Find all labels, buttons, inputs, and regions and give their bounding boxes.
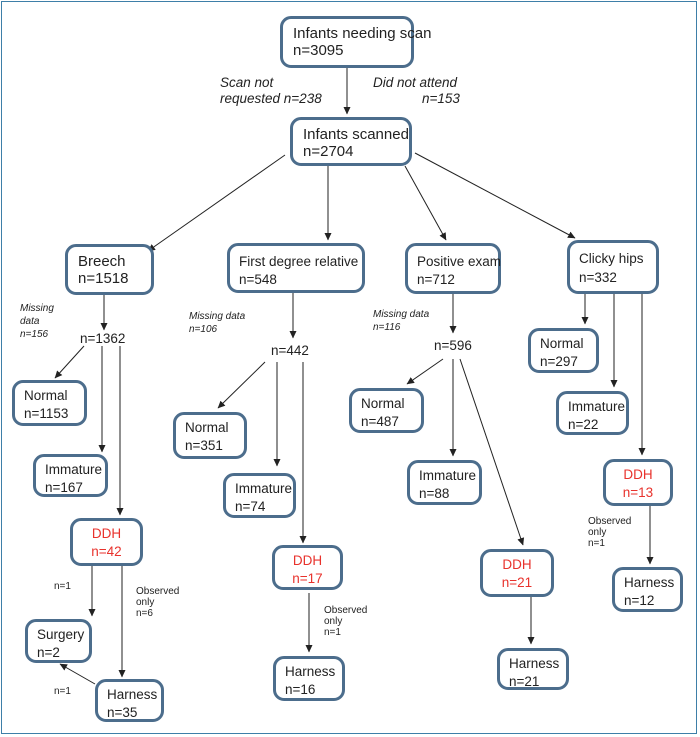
node-breech-ddh: DDH n=42 (70, 518, 143, 566)
node-clicky-ddh: DDH n=13 (603, 459, 673, 506)
label-breech-subtotal: n=1362 (80, 331, 126, 346)
label-clicky-observed-only: Observed only n=1 (588, 516, 632, 549)
node-breech-harness: Harness n=35 (95, 679, 164, 722)
node-breech-immature: Immature n=167 (33, 454, 108, 497)
node-fdr-ddh: DDH n=17 (272, 545, 343, 590)
label-pos-subtotal: n=596 (434, 338, 472, 353)
label-fdr-observed-only: Observed only n=1 (324, 605, 368, 638)
node-pos-normal: Normal n=487 (349, 388, 424, 433)
edge-scanned-clicky (414, 152, 576, 239)
node-breech-surgery: Surgery n=2 (25, 619, 92, 663)
edge-psub-normal (406, 358, 444, 385)
node-title: Infants scanned (303, 126, 409, 143)
node-clicky-hips: Clicky hips n=332 (567, 240, 659, 294)
edge-bsub-normal (54, 345, 85, 379)
node-breech-normal: Normal n=1153 (12, 380, 87, 426)
node-infants-scanned: Infants scanned n=2704 (290, 117, 412, 166)
node-first-degree-relative: First degree relative n=548 (227, 243, 365, 293)
edge-scanned-pos (404, 165, 447, 241)
node-title: Infants needing scan (293, 25, 432, 42)
node-breech: Breech n=1518 (65, 244, 154, 295)
node-pos-ddh: DDH n=21 (480, 549, 554, 597)
label-fdr-missing-data: Missing data n=106 (189, 311, 246, 335)
node-fdr-immature: Immature n=74 (223, 473, 296, 518)
node-infants-needing-scan: Infants needing scan n=3095 (280, 16, 432, 68)
node-clicky-immature: Immature n=22 (556, 391, 629, 435)
node-pos-immature: Immature n=88 (407, 460, 482, 505)
edge-scanned-breech (147, 154, 286, 252)
label-did-not-attend: Did not attend n=153 (373, 75, 460, 106)
node-clicky-harness: Harness n=12 (612, 567, 683, 612)
label-breech-missing-data: Missing data n=156 (20, 303, 54, 340)
node-fdr-normal: Normal n=351 (173, 412, 247, 459)
edge-psub-ddh (459, 358, 525, 546)
label-pos-missing-data: Missing data n=116 (373, 309, 430, 333)
node-fdr-harness: Harness n=16 (273, 656, 345, 701)
node-clicky-normal: Normal n=297 (528, 328, 599, 373)
node-count: n=3095 (293, 42, 344, 59)
node-count: n=2704 (303, 143, 354, 160)
node-pos-harness: Harness n=21 (497, 648, 569, 690)
label-breech-observed-only: Observed only n=6 (136, 586, 180, 619)
edge-bharness-surgery (59, 663, 96, 685)
node-positive-exam: Positive exam n=712 (405, 243, 501, 294)
label-fdr-subtotal: n=442 (271, 343, 309, 358)
label-breech-harness-to-surgery-n: n=1 (54, 686, 71, 697)
edge-fsub-normal (217, 361, 266, 409)
label-scan-not-requested: Scan not requested n=238 (220, 75, 322, 106)
label-breech-surgery-n: n=1 (54, 581, 71, 592)
